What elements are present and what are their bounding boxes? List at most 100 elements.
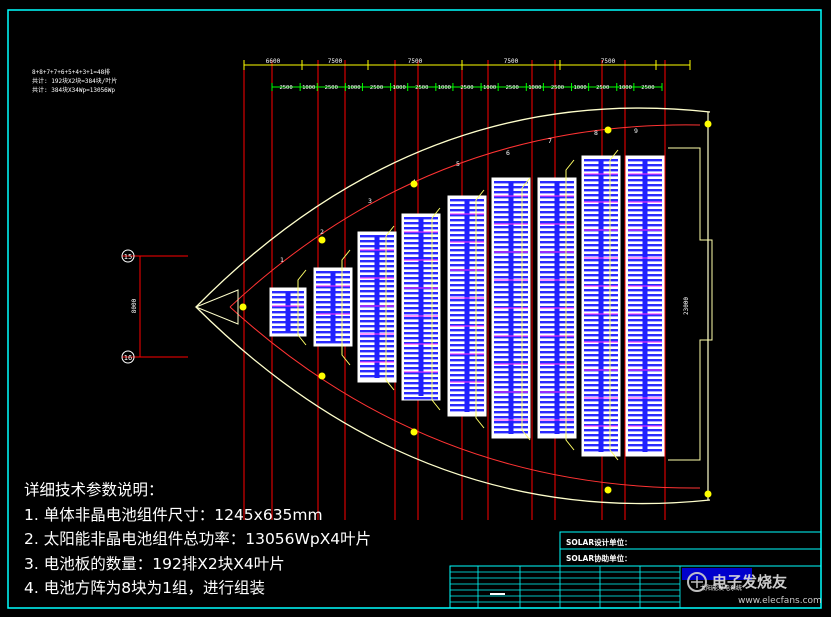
yellow-bracket — [297, 269, 307, 346]
dim-second-label: 1000 — [483, 85, 496, 91]
yellow-marker-dot — [704, 120, 712, 128]
dim-top-label: 7500 — [408, 58, 423, 65]
dim-second-label: 2500 — [551, 85, 564, 91]
left-marker-bottom: 16 — [124, 354, 132, 362]
design-unit-label: SOLAR设计单位： — [566, 537, 632, 547]
left-dimension: 8000 — [131, 298, 138, 313]
dim-second-label: 1000 — [528, 85, 541, 91]
panel-column-border — [447, 195, 487, 417]
panel-column — [313, 267, 353, 347]
panel-spine — [418, 218, 424, 396]
notes-item-4: 4. 电池方阵为8块为1组，进行组装 — [24, 579, 265, 597]
panel-columns — [269, 155, 665, 457]
right-dimension: 23000 — [683, 297, 690, 315]
yellow-bracket — [385, 225, 395, 391]
yellow-bracket — [609, 149, 619, 461]
blade-inner-lower — [229, 306, 701, 489]
panel-spine — [285, 292, 291, 332]
panel-spine — [374, 236, 380, 378]
panel-column-border — [357, 231, 397, 383]
notes-item-3: 3. 电池板的数量：192排X2块X4叶片 — [24, 554, 285, 573]
dim-second-label: 1000 — [347, 85, 360, 91]
drawing-frame — [7, 9, 822, 609]
blade-tip — [194, 289, 239, 325]
system-name: 太阳能发电系统 — [700, 584, 742, 592]
panel-column — [491, 177, 531, 439]
panel-column — [537, 177, 577, 439]
dim-top-label: 7500 — [328, 58, 343, 65]
yellow-marker-dot — [410, 180, 418, 188]
panel-column — [357, 231, 397, 383]
left-marker-top: 15 — [124, 253, 132, 261]
panel-column — [447, 195, 487, 417]
panel-spine — [464, 200, 470, 412]
dim-second-label: 2500 — [460, 85, 473, 91]
yellow-markers — [239, 120, 712, 498]
notes-title: 详细技术参数说明： — [24, 481, 164, 499]
yellow-marker-dot — [410, 428, 418, 436]
watermark: 电子发烧友 www.elecfans.com — [687, 572, 822, 606]
title-block-lower — [449, 565, 822, 609]
panel-column-border — [313, 267, 353, 347]
blade-outline-lower — [195, 306, 711, 505]
panel-column — [269, 287, 307, 337]
panel-column-border — [581, 155, 621, 457]
panel-column-border — [401, 213, 441, 401]
panel-column-border — [625, 155, 665, 457]
row-number-label: 2 — [320, 228, 324, 236]
summary-line-2: 共计: 192块X2块=384块/叶片 — [32, 77, 117, 85]
left-marker-circle-bottom — [121, 350, 135, 364]
dims-top: 6600 7500 7500 7500 7500 — [243, 58, 691, 70]
yellow-marker-dot — [318, 372, 326, 380]
dim-top-label: 7500 — [504, 58, 519, 65]
blade-inner-upper — [229, 124, 701, 308]
row-number-label: 3 — [368, 197, 372, 205]
row-number-label: 8 — [594, 129, 598, 137]
dim-second-label: 1000 — [619, 85, 632, 91]
dim-second-label: 2500 — [370, 85, 383, 91]
row-number-label: 9 — [634, 127, 638, 135]
assist-unit-label: SOLAR协助单位： — [566, 553, 632, 563]
dim-second-label: 2500 — [279, 85, 292, 91]
panel-row — [316, 341, 350, 344]
dim-second-label: 2500 — [415, 85, 428, 91]
row-number-label: 7 — [548, 137, 552, 145]
panel-row — [404, 397, 438, 400]
dim-second-label: 1000 — [438, 85, 451, 91]
row-number-label: 5 — [456, 160, 460, 168]
panel-spine — [598, 160, 604, 452]
yellow-bracket — [521, 177, 531, 441]
dim-second-label: 1000 — [393, 85, 406, 91]
watermark-brand: 电子发烧友 — [712, 573, 787, 591]
panel-column — [581, 155, 621, 457]
dim-top-label: 7500 — [601, 58, 616, 65]
yellow-marker-dot — [604, 486, 612, 494]
yellow-bracket — [431, 207, 441, 411]
title-block-highlight — [682, 568, 752, 580]
dim-second-label: 2500 — [506, 85, 519, 91]
yellow-marker-dot — [239, 303, 247, 311]
blade-outline-upper — [195, 107, 711, 308]
panel-spine — [330, 272, 336, 342]
dim-second-label: 1000 — [302, 85, 315, 91]
yellow-marker-dot — [318, 236, 326, 244]
dim-top-label: 6600 — [266, 58, 281, 65]
notes-item-2: 2. 太阳能非晶电池组件总功率：13056WpX4叶片 — [24, 530, 372, 548]
red-grid — [243, 60, 666, 520]
left-marker-circle-top — [121, 249, 135, 263]
watermark-url: www.elecfans.com — [738, 596, 822, 606]
summary-line-1: 8+8+7+7+6+5+4+3+1=48排 — [32, 68, 110, 76]
panel-column-border — [491, 177, 531, 439]
yellow-bracket — [341, 249, 351, 366]
yellow-bracket — [475, 189, 485, 429]
dims-second: 2500 1000 2500 1000 2500 1000 2500 1000 2500 1000… — [271, 83, 663, 91]
technical-notes: 详细技术参数说明： 1. 单体非晶电池组件尺寸：1245x635mm 2. 太阳… — [24, 478, 371, 601]
yellow-bracket — [565, 159, 575, 451]
panel-column — [625, 155, 665, 457]
dim-second-label: 2500 — [596, 85, 609, 91]
watermark-logo-icon — [687, 572, 707, 592]
panel-column-border — [537, 177, 577, 439]
panel-row — [272, 331, 304, 334]
